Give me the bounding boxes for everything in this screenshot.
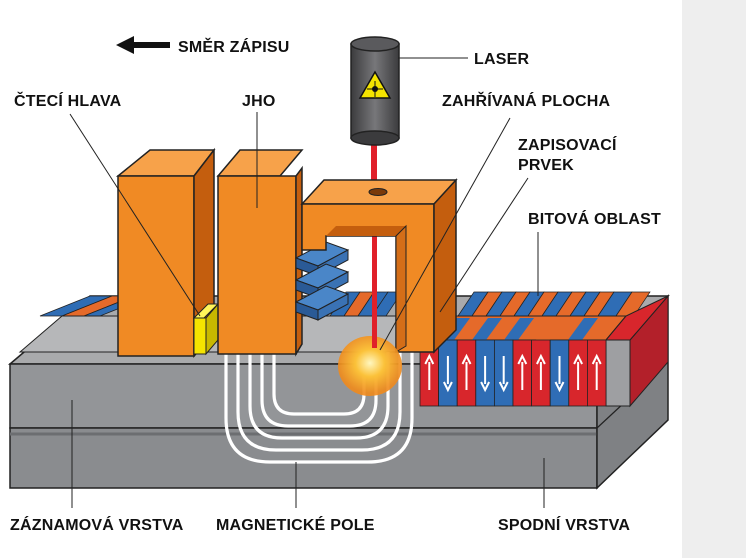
heated-area-label: ZAHŘÍVANÁ PLOCHA bbox=[442, 91, 610, 110]
arrow-down-icon bbox=[498, 356, 509, 393]
write-element-label-line1: ZAPISOVACÍ bbox=[518, 135, 617, 154]
arrow-up-icon bbox=[517, 353, 528, 390]
read-head-label: ČTECÍ HLAVA bbox=[14, 91, 122, 110]
arrow-down-icon bbox=[443, 356, 453, 393]
bit-area-label: BITOVÁ OBLAST bbox=[528, 209, 661, 228]
magnetic-field-label: MAGNETICKÉ POLE bbox=[216, 515, 375, 534]
bottom-layer-label: SPODNÍ VRSTVA bbox=[498, 515, 630, 534]
arrow-down-icon bbox=[480, 356, 490, 393]
yoke-pillar bbox=[216, 149, 304, 357]
laser-label: LASER bbox=[474, 51, 529, 68]
arrow-down-icon bbox=[554, 356, 565, 393]
magnetic-field-lines bbox=[224, 352, 414, 464]
bit-cells bbox=[419, 339, 607, 407]
arrow-up-icon bbox=[573, 353, 583, 390]
write-yoke-arch bbox=[300, 178, 458, 354]
laser-unit bbox=[350, 36, 400, 146]
bit-stripes-back bbox=[329, 291, 651, 317]
laser-warning-icon bbox=[358, 70, 392, 99]
yoke-label: JHO bbox=[242, 93, 276, 110]
laser-beam bbox=[371, 138, 377, 338]
arrow-up-icon bbox=[591, 353, 602, 390]
arrow-up-icon bbox=[536, 353, 546, 390]
callout-lines bbox=[69, 57, 545, 508]
recording-layer-label: ZÁZNAMOVÁ VRSTVA bbox=[10, 515, 184, 534]
write-direction-label: SMĚR ZÁPISU bbox=[178, 37, 290, 56]
bit-blocks bbox=[418, 294, 669, 408]
arrow-left-icon bbox=[116, 36, 170, 54]
write-element-label-line2: PRVEK bbox=[518, 157, 574, 174]
write-coil bbox=[294, 241, 350, 321]
heated-spot-glow bbox=[338, 336, 402, 396]
arrow-up-icon bbox=[461, 353, 472, 390]
side-panel bbox=[682, 0, 746, 558]
arrow-up-icon bbox=[424, 353, 435, 390]
read-head-block bbox=[115, 147, 220, 358]
